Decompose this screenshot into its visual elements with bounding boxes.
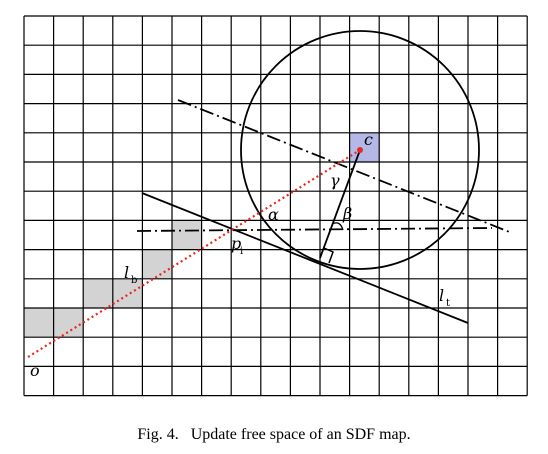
perpendicular-segment — [319, 149, 361, 259]
tangent-line — [141, 192, 469, 324]
right-angle-mark — [323, 247, 334, 264]
occupied-cell — [83, 278, 113, 308]
occupied-cell — [172, 220, 202, 250]
label-beam-sub: b — [131, 275, 137, 286]
dash-dot-line-horizontal — [136, 227, 493, 232]
caption-prefix: Fig. 4. — [137, 426, 179, 443]
occupied-cell — [53, 308, 84, 338]
beta-angle-arc — [331, 222, 344, 231]
label-center: c — [364, 130, 373, 149]
dash-dot-line-upper — [177, 99, 513, 234]
grid-lines — [23, 15, 528, 397]
occupied-cell — [24, 308, 54, 338]
label-alpha: α — [268, 205, 279, 224]
label-tangent: l — [439, 286, 444, 305]
label-beta: β — [342, 204, 352, 223]
label-origin: o — [30, 361, 40, 380]
occupied-cell — [142, 249, 172, 279]
grid-cells — [24, 132, 380, 338]
label-gamma: γ — [330, 171, 340, 190]
occupied-cell — [112, 278, 143, 308]
label-point-sub: i — [240, 246, 243, 257]
target-cell — [349, 132, 380, 162]
ray-line — [27, 149, 361, 358]
center-point — [357, 147, 363, 153]
label-beam: l — [124, 263, 129, 282]
label-point: p — [231, 234, 241, 253]
caption-text: Update free space of an SDF map. — [190, 426, 411, 443]
figure-caption: Fig. 4. Update free space of an SDF map. — [0, 426, 548, 444]
label-tangent-sub: t — [446, 298, 450, 309]
distance-circle — [240, 30, 480, 270]
